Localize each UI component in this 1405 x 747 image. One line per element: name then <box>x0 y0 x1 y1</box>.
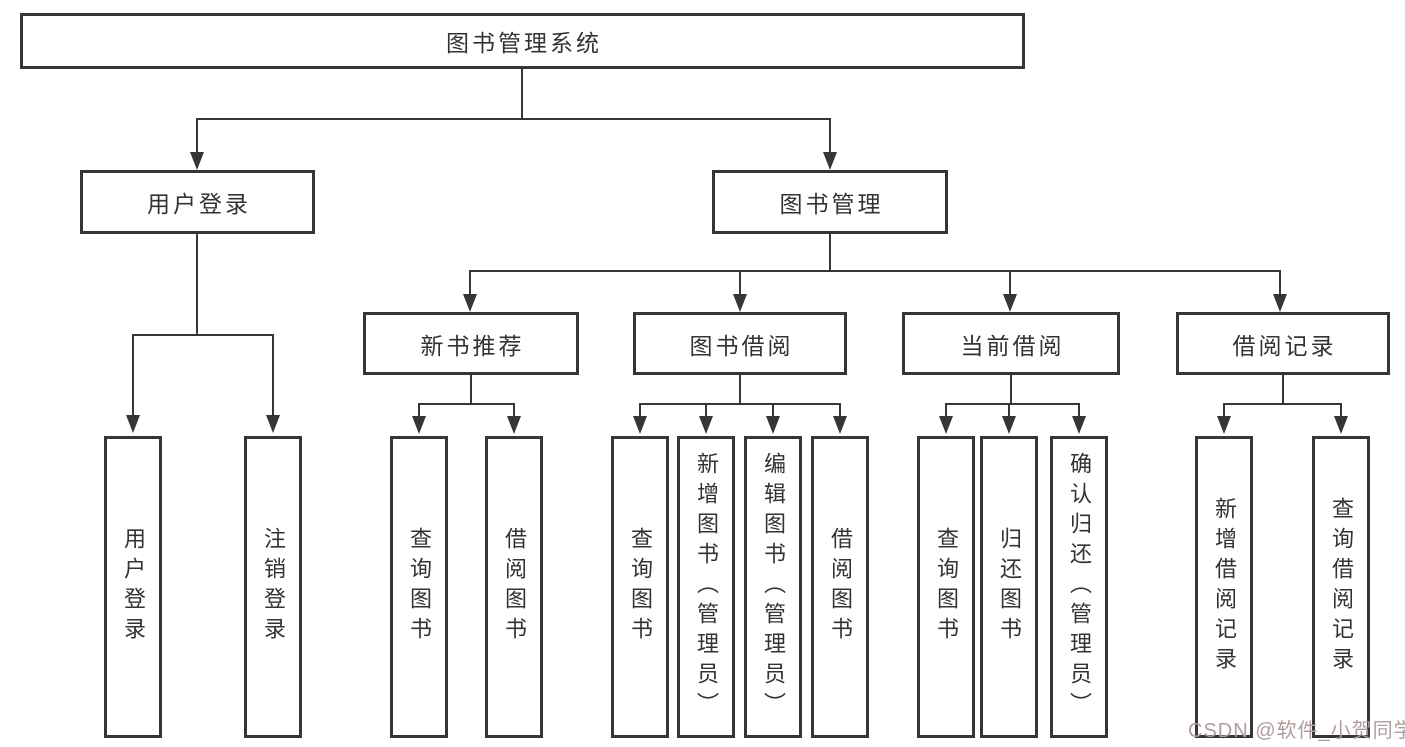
arrowhead-down-icon <box>266 415 280 433</box>
connector-line-v <box>705 403 707 418</box>
node-book-borrowing: 图书借阅 <box>633 312 847 375</box>
arrowhead-down-icon <box>633 416 647 434</box>
node-new-book-recommend: 新书推荐 <box>363 312 579 375</box>
arrowhead-down-icon <box>126 415 140 433</box>
arrowhead-down-icon <box>1072 416 1086 434</box>
connector-line-v <box>418 403 420 418</box>
connector-line-v <box>1008 403 1010 418</box>
node-label: 借阅图书 <box>502 527 527 647</box>
node-label: 查询图书 <box>407 527 432 647</box>
node-label: 当前借阅 <box>960 332 1065 359</box>
node-user-login: 用户登录 <box>80 170 315 234</box>
csdn-watermark: CSDN @软件_小贺同学 <box>1188 720 1405 742</box>
arrowhead-down-icon <box>1002 416 1016 434</box>
connector-line-v <box>1340 403 1342 418</box>
node-label: 图书借阅 <box>689 332 794 359</box>
connector-line-v <box>829 234 831 272</box>
connector-line-v <box>739 270 741 298</box>
connector-line-v <box>1009 270 1011 298</box>
connector-line-v <box>772 403 774 418</box>
node-label: 编辑图书（管理员） <box>761 452 786 722</box>
node-label: 注销登录 <box>261 527 286 647</box>
arrowhead-down-icon <box>766 416 780 434</box>
connector-line-v <box>639 403 641 418</box>
node-leaf-query-books-1: 查询图书 <box>390 436 448 738</box>
connector-line-v <box>829 118 831 154</box>
node-current-borrowing: 当前借阅 <box>902 312 1120 375</box>
connector-line-v <box>469 270 471 298</box>
connector-line-h <box>1224 403 1342 405</box>
node-label: 图书管理 <box>779 191 884 217</box>
node-leaf-user-login: 用户登录 <box>104 436 162 738</box>
connector-line-v <box>1078 403 1080 418</box>
arrowhead-down-icon <box>733 294 747 312</box>
node-label: 借阅图书 <box>828 527 853 647</box>
arrowhead-down-icon <box>1003 294 1017 312</box>
node-leaf-borrow-books-1: 借阅图书 <box>485 436 543 738</box>
connector-line-v <box>1282 375 1284 405</box>
node-label: 用户登录 <box>147 191 251 217</box>
node-label: 归还图书 <box>997 527 1022 647</box>
connector-line-v <box>132 334 134 416</box>
connector-line-v <box>945 403 947 418</box>
arrowhead-down-icon <box>823 152 837 170</box>
connector-line-v <box>196 234 198 336</box>
connector-line-v <box>1279 270 1281 298</box>
arrowhead-down-icon <box>939 416 953 434</box>
arrowhead-down-icon <box>507 416 521 434</box>
connector-line-v <box>739 375 741 405</box>
arrowhead-down-icon <box>833 416 847 434</box>
node-label: 查询图书 <box>934 527 959 647</box>
node-label: 用户登录 <box>121 527 146 647</box>
node-label: 新增借阅记录 <box>1212 497 1237 677</box>
node-leaf-borrow-books-2: 借阅图书 <box>811 436 869 738</box>
arrowhead-down-icon <box>412 416 426 434</box>
connector-line-v <box>1010 375 1012 405</box>
node-leaf-confirm-return-admin: 确认归还（管理员） <box>1050 436 1108 738</box>
connector-line-h <box>640 403 841 405</box>
node-leaf-query-borrow-record: 查询借阅记录 <box>1312 436 1370 738</box>
arrowhead-down-icon <box>1273 294 1287 312</box>
connector-line-h <box>197 118 831 120</box>
node-label: 图书管理系统 <box>446 30 602 56</box>
node-leaf-return-books: 归还图书 <box>980 436 1038 738</box>
connector-line-v <box>196 118 198 154</box>
connector-line-v <box>272 334 274 416</box>
node-leaf-add-books-admin: 新增图书（管理员） <box>677 436 735 738</box>
arrowhead-down-icon <box>190 152 204 170</box>
connector-line-h <box>419 403 515 405</box>
connector-line-v <box>839 403 841 418</box>
arrowhead-down-icon <box>1217 416 1231 434</box>
node-leaf-query-books-3: 查询图书 <box>917 436 975 738</box>
arrowhead-down-icon <box>699 416 713 434</box>
arrowhead-down-icon <box>1334 416 1348 434</box>
node-label: 新增图书（管理员） <box>694 452 719 722</box>
node-label: 查询图书 <box>628 527 653 647</box>
arrowhead-down-icon <box>463 294 477 312</box>
node-leaf-logout: 注销登录 <box>244 436 302 738</box>
connector-line-h <box>470 270 1281 272</box>
node-label: 借阅记录 <box>1232 332 1337 359</box>
connector-line-v <box>513 403 515 418</box>
node-leaf-query-books-2: 查询图书 <box>611 436 669 738</box>
node-label: 查询借阅记录 <box>1329 497 1354 677</box>
node-leaf-edit-books-admin: 编辑图书（管理员） <box>744 436 802 738</box>
connector-line-v <box>470 375 472 405</box>
connector-line-h <box>946 403 1080 405</box>
connector-line-v <box>521 69 523 120</box>
node-library-management-system: 图书管理系统 <box>20 13 1025 69</box>
connector-line-h <box>133 334 274 336</box>
node-label: 新书推荐 <box>420 332 525 359</box>
connector-line-v <box>1223 403 1225 418</box>
node-label: 确认归还（管理员） <box>1067 452 1092 722</box>
node-borrowing-records: 借阅记录 <box>1176 312 1390 375</box>
node-book-management: 图书管理 <box>712 170 948 234</box>
node-leaf-add-borrow-record: 新增借阅记录 <box>1195 436 1253 738</box>
